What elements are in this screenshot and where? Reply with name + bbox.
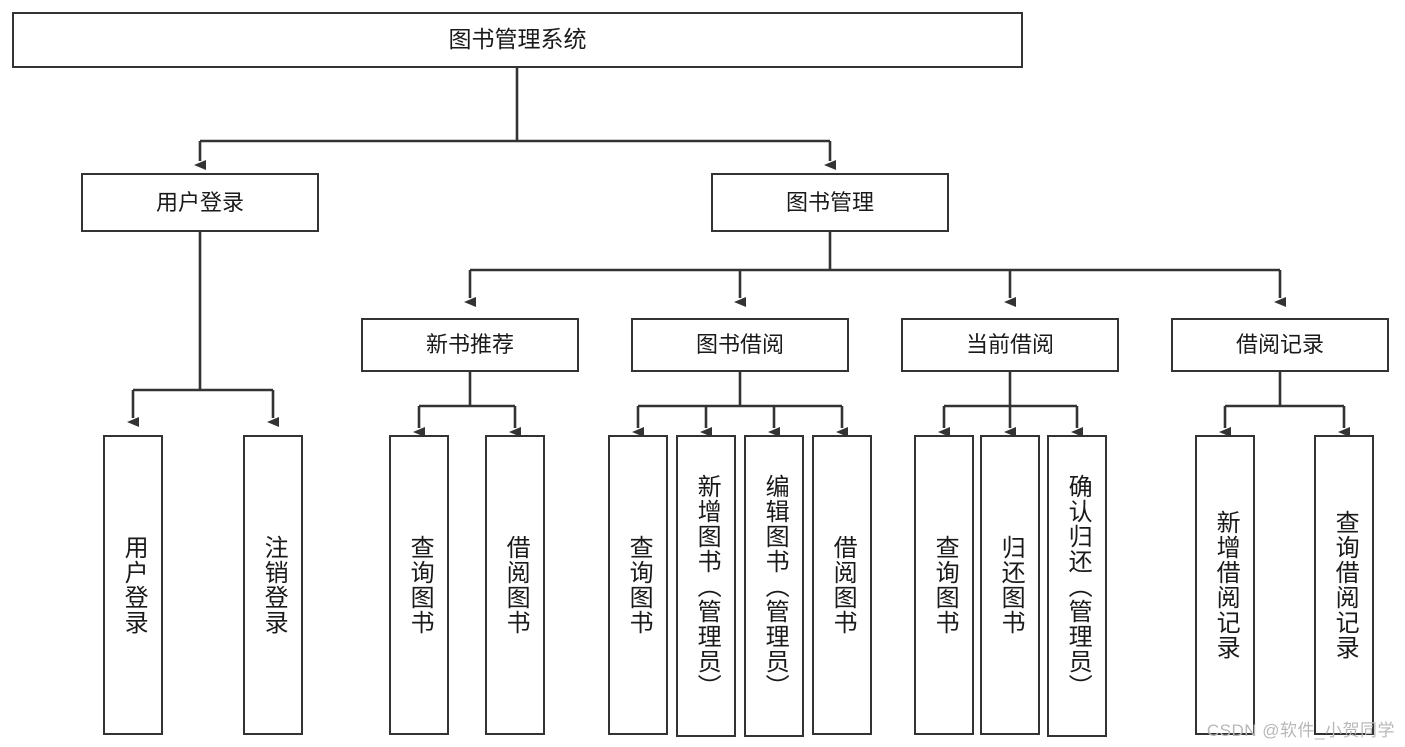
node-book-borrow[interactable]: 图书借阅 <box>631 318 849 372</box>
node-root-book-management-system[interactable]: 图书管理系统 <box>12 12 1023 68</box>
node-leaf-logout[interactable]: 注销登录 <box>243 435 303 735</box>
node-leaf-borrow-book-recommend[interactable]: 借阅图书 <box>485 435 545 735</box>
node-leaf-query-borrow-record[interactable]: 查询借阅记录 <box>1314 435 1374 735</box>
node-leaf-query-book-borrow[interactable]: 查询图书 <box>608 435 668 735</box>
node-leaf-query-book-recommend[interactable]: 查询图书 <box>389 435 449 735</box>
node-leaf-return-book[interactable]: 归还图书 <box>980 435 1040 735</box>
node-leaf-add-borrow-record[interactable]: 新增借阅记录 <box>1195 435 1255 735</box>
node-book-management[interactable]: 图书管理 <box>711 173 949 232</box>
node-user-login[interactable]: 用户登录 <box>81 173 319 232</box>
node-leaf-user-login[interactable]: 用户登录 <box>103 435 163 735</box>
node-borrow-record[interactable]: 借阅记录 <box>1171 318 1389 372</box>
node-current-borrow[interactable]: 当前借阅 <box>901 318 1119 372</box>
node-leaf-edit-book-admin[interactable]: 编辑图书（管理员） <box>744 435 804 737</box>
node-leaf-query-book-current[interactable]: 查询图书 <box>914 435 974 735</box>
node-new-book-recommendation[interactable]: 新书推荐 <box>361 318 579 372</box>
node-leaf-add-book-admin[interactable]: 新增图书（管理员） <box>676 435 736 737</box>
node-leaf-borrow-book[interactable]: 借阅图书 <box>812 435 872 735</box>
node-leaf-confirm-return-admin[interactable]: 确认归还（管理员） <box>1047 435 1107 737</box>
